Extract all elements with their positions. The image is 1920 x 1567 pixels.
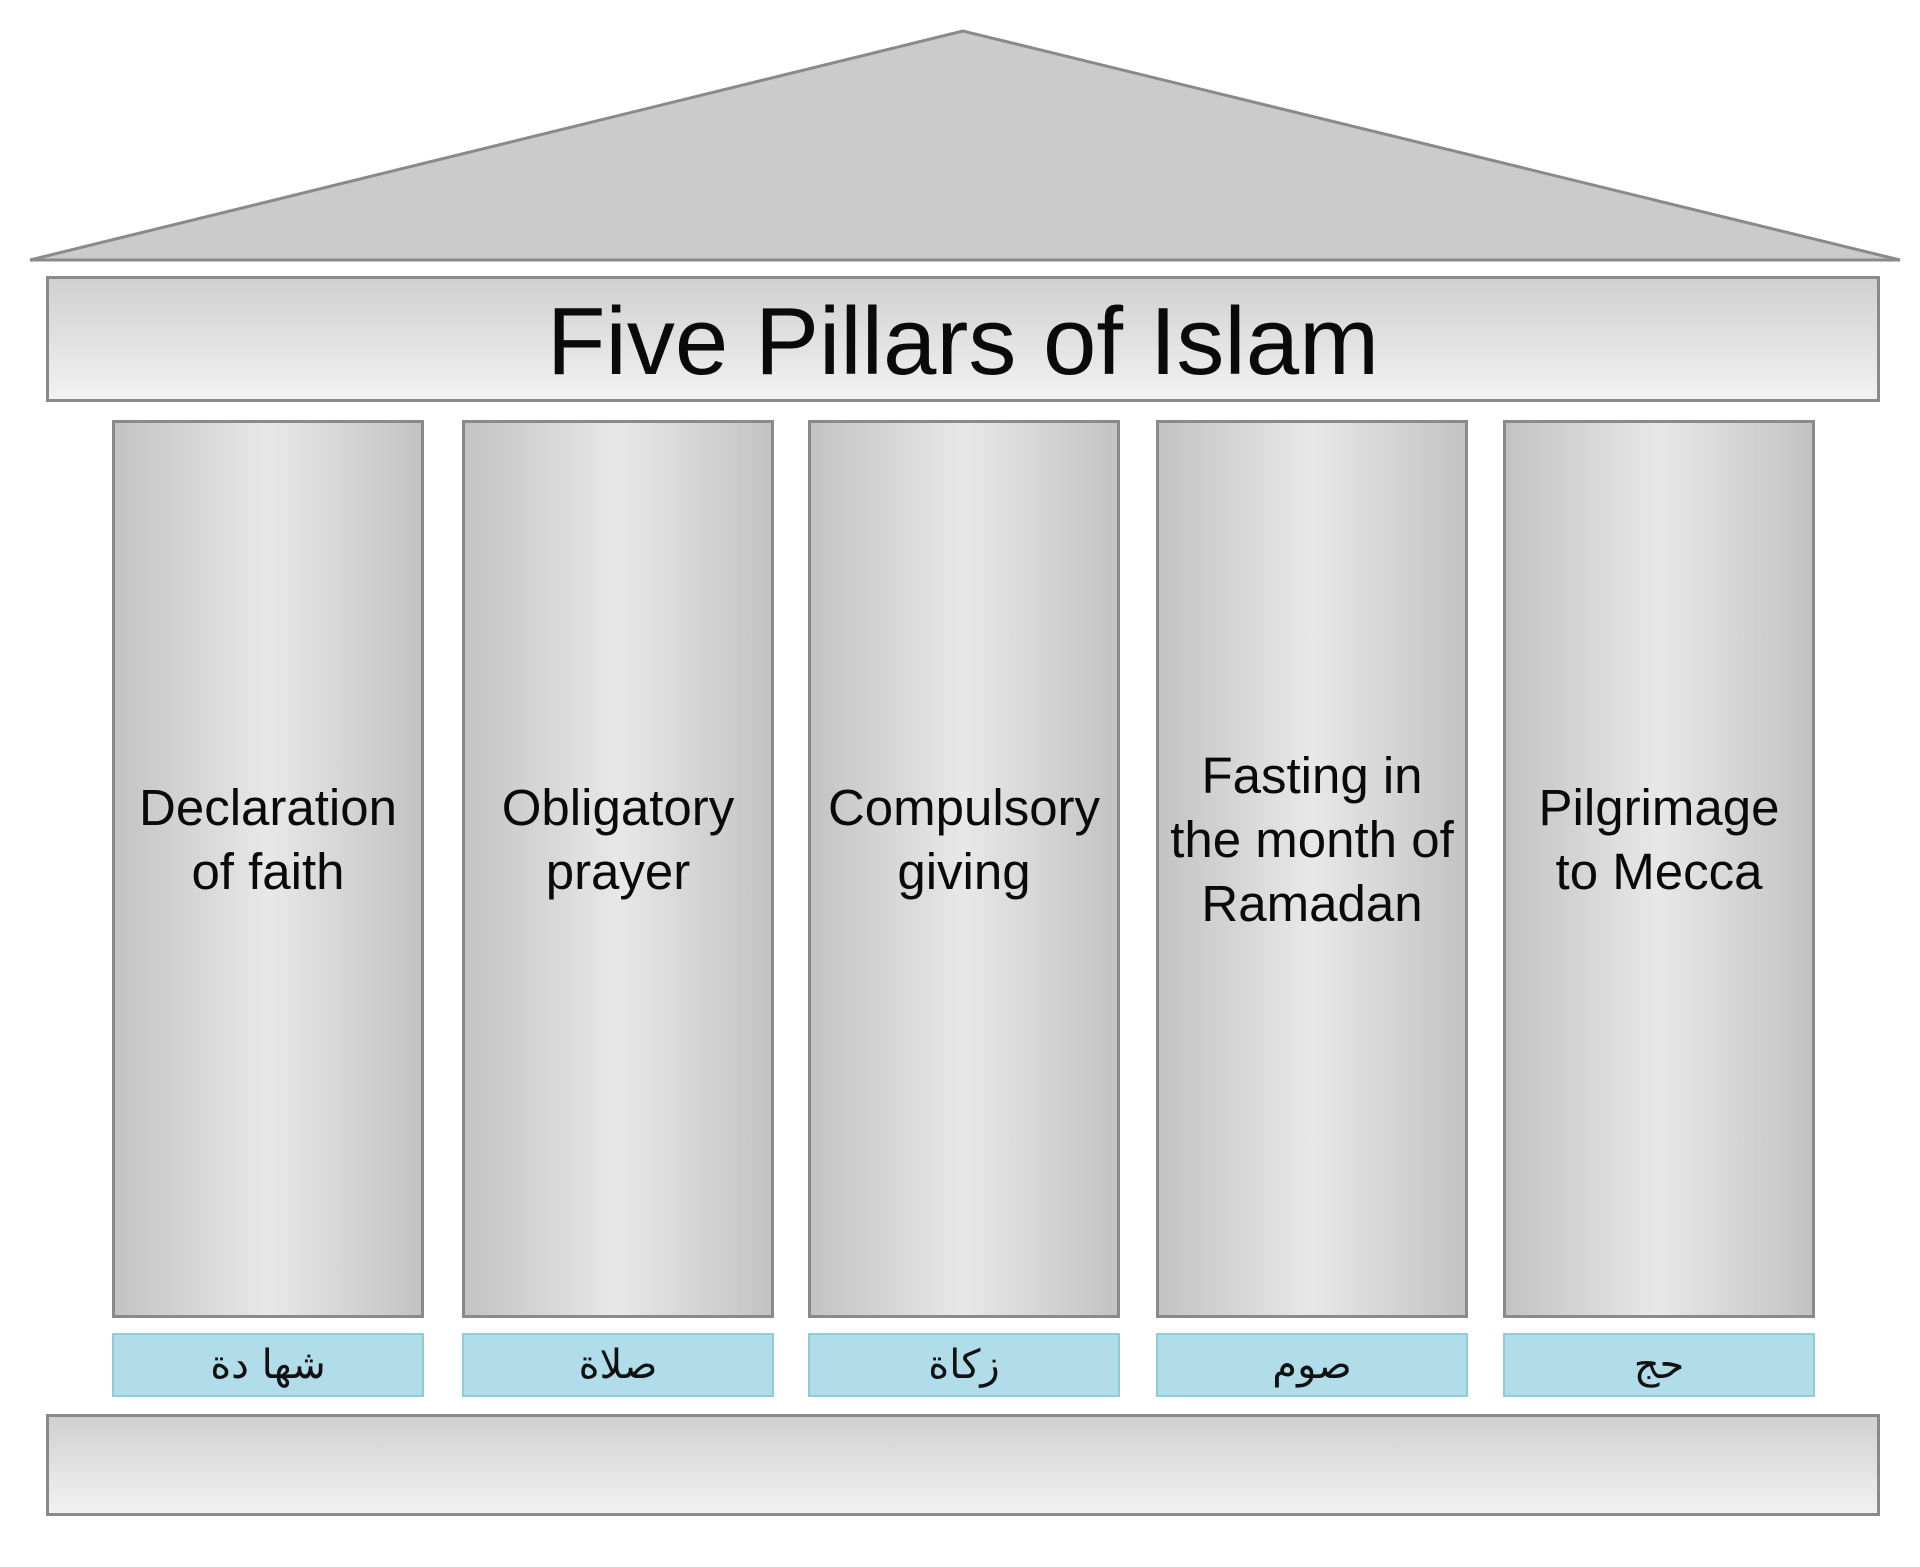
- pillar-obligatory-prayer: Obligatory prayer: [462, 420, 774, 1318]
- roof-pediment: [29, 29, 1901, 262]
- arabic-label: زكاة: [928, 1342, 1000, 1388]
- pillar-label: Pilgrimage to Mecca: [1538, 779, 1780, 900]
- arabic-tag-sawm: صوم: [1156, 1333, 1468, 1397]
- arabic-label: صلاة: [578, 1342, 658, 1388]
- arabic-tag-zakat: زكاة: [808, 1333, 1120, 1397]
- arabic-tag-salah: صلاة: [462, 1333, 774, 1397]
- arabic-label: حج: [1633, 1342, 1685, 1388]
- pillar-label: Compulsory giving: [827, 779, 1101, 900]
- arabic-tag-shahada: شها دة: [112, 1333, 424, 1397]
- diagram-title: Five Pillars of Islam: [546, 288, 1380, 395]
- pillar-compulsory-giving: Compulsory giving: [808, 420, 1120, 1318]
- pillar-pilgrimage-mecca: Pilgrimage to Mecca: [1503, 420, 1815, 1318]
- arabic-label: شها دة: [210, 1342, 326, 1388]
- pillar-label: Declaration of faith: [139, 779, 397, 900]
- temple-foundation: [46, 1414, 1880, 1516]
- arabic-label: صوم: [1272, 1342, 1352, 1388]
- pillar-fasting-ramadan: Fasting in the month of Ramadan: [1156, 420, 1468, 1318]
- pillar-label: Fasting in the month of Ramadan: [1170, 747, 1454, 932]
- arabic-tag-hajj: حج: [1503, 1333, 1815, 1397]
- pillar-declaration-of-faith: Declaration of faith: [112, 420, 424, 1318]
- pillar-label: Obligatory prayer: [501, 779, 735, 900]
- temple-roof: [29, 29, 1901, 262]
- title-beam: Five Pillars of Islam: [46, 276, 1880, 402]
